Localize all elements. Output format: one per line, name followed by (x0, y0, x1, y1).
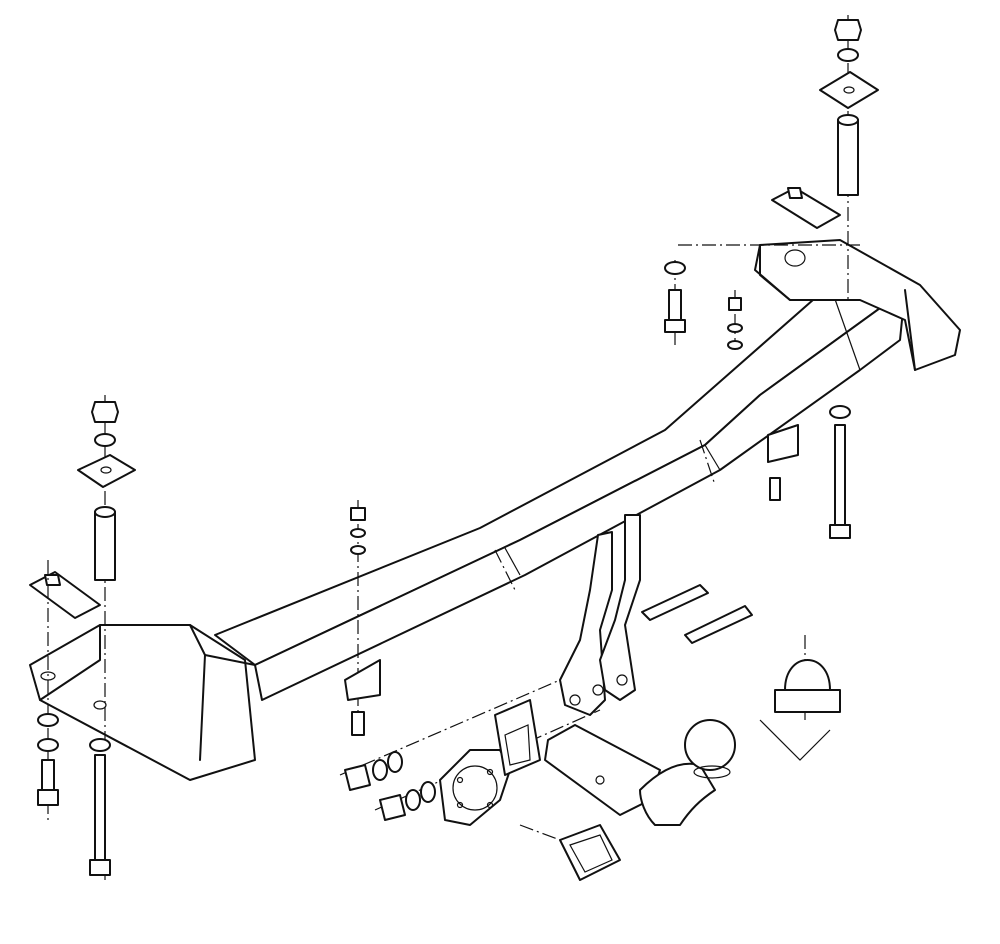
clamp-plate-icon (771, 187, 841, 229)
bolt-icon (684, 605, 753, 644)
hitch-plate-right (599, 514, 641, 701)
washer-icon (372, 759, 388, 781)
bolt-icon (641, 584, 709, 621)
connector-plug-icon (559, 824, 621, 881)
left-mounting-bracket (29, 624, 256, 781)
clamp-plate-icon (29, 571, 101, 619)
electrical-socket-plate (439, 699, 541, 826)
ball-cap (759, 635, 841, 761)
spacer-tube-icon (94, 511, 116, 581)
left-top-fastener-stack (29, 395, 136, 880)
bolt-hole-icon (784, 249, 806, 267)
right-mounting-bracket (754, 239, 961, 371)
socket-plate-icon (439, 749, 511, 826)
tow-arm-neck (639, 762, 716, 826)
tow-ball-icon (684, 719, 736, 771)
nut-icon (787, 187, 803, 199)
bolt-icon (351, 711, 365, 736)
bolt-icon (668, 289, 682, 321)
spacer-tube-icon (837, 119, 859, 196)
tow-ball-assembly (544, 719, 736, 826)
lug-icon (344, 659, 381, 701)
washer-icon (837, 48, 859, 62)
cap-dome-icon (784, 659, 831, 691)
washer-icon (387, 751, 403, 773)
washer-icon (405, 789, 421, 811)
bolt-hole-icon (592, 684, 604, 696)
long-bolt-icon (94, 754, 106, 861)
nut-icon (834, 19, 862, 41)
bolt-hole-icon (569, 694, 581, 706)
left-bottom-fastener-stack (37, 560, 111, 876)
square-plate-icon (819, 71, 879, 109)
washer-icon (350, 545, 366, 555)
nut-icon (91, 401, 119, 423)
washer-icon (420, 781, 436, 803)
square-plate-icon (77, 454, 136, 488)
bolt-hole-icon (595, 775, 605, 785)
nut-icon (379, 794, 406, 821)
lug-icon (767, 424, 799, 463)
washer-icon (727, 340, 743, 350)
right-side-bolts (664, 244, 860, 539)
electrical-connector (519, 824, 621, 881)
lower-fastener-set (339, 679, 601, 821)
washer-icon (350, 528, 366, 538)
washer-icon (94, 433, 116, 447)
bolt-icon (769, 477, 781, 501)
nut-icon (728, 297, 742, 311)
right-top-fastener-stack (771, 15, 879, 300)
washer-icon (664, 261, 686, 275)
nut-icon (350, 507, 366, 521)
long-bolt-icon (834, 424, 846, 526)
cross-beam (214, 267, 906, 701)
bolt-hole-icon (93, 700, 107, 710)
washer-icon (37, 738, 59, 752)
socket-bracket-icon (494, 699, 541, 776)
bolt-icon (41, 759, 55, 791)
washer-icon (727, 323, 743, 333)
bolt-hole-icon (616, 674, 628, 686)
nut-icon (44, 574, 61, 586)
washer-icon (829, 405, 851, 419)
center-fastener-stack (344, 500, 381, 740)
washer-icon (89, 738, 111, 752)
tow-hitch-plates (559, 514, 753, 716)
washer-icon (37, 713, 59, 727)
nut-icon (344, 764, 371, 791)
